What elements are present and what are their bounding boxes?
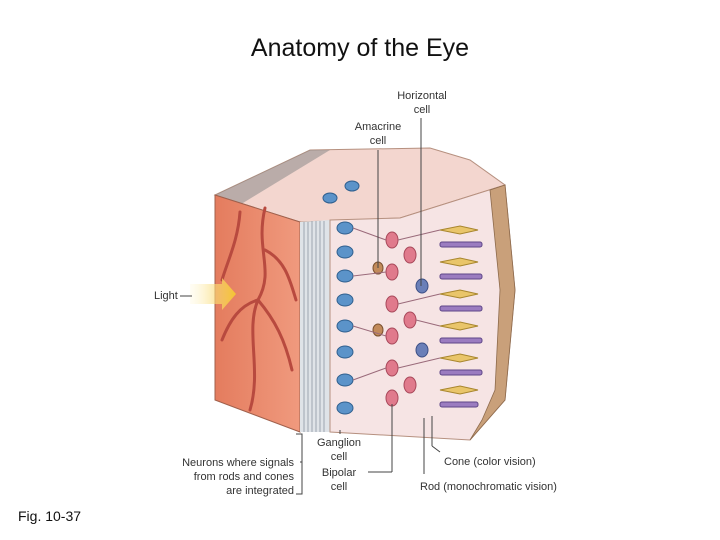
ganglion-cells: [322, 180, 360, 415]
cone-cells: [439, 225, 479, 395]
pigment-epithelium: [469, 184, 516, 441]
nerve-fiber-layer: [300, 220, 330, 432]
vascular-tissue-face: [214, 194, 301, 433]
top-fiber-strip: [215, 150, 330, 206]
page-title: Anatomy of the Eye: [250, 34, 470, 62]
horizontal-cells: [415, 278, 429, 358]
nerve-fiber-lines: [303, 221, 325, 432]
label-cone: Cone (color vision): [444, 456, 536, 468]
retina-front-face: [329, 184, 516, 441]
leader-lines: [180, 118, 441, 495]
light-arrow: [190, 278, 236, 310]
label-rod: Rod (monochromatic vision): [420, 481, 557, 493]
rod-cells: [439, 241, 483, 408]
figure-label: Fig. 10-37: [18, 508, 82, 524]
blood-vessels: [220, 206, 298, 412]
cell-connections: [352, 227, 441, 381]
label-light: Light: [154, 290, 178, 302]
